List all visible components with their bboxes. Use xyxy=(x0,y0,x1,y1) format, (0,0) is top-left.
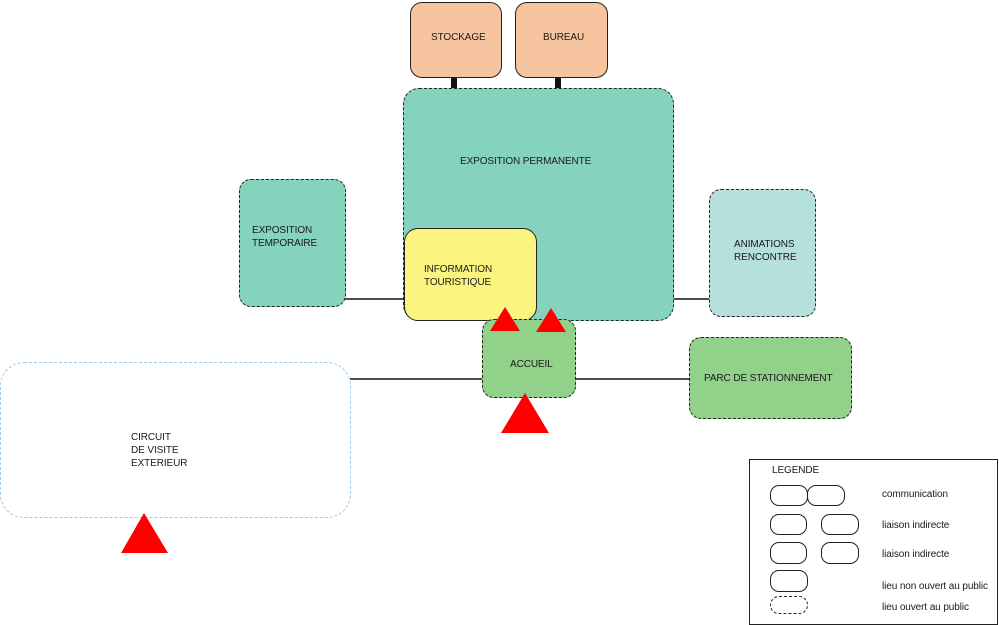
node-circuit-de-visite-exterieur-label: CIRCUIT DE VISITE EXTERIEUR xyxy=(131,432,188,469)
node-exposition-temporaire-label: EXPOSITION TEMPORAIRE xyxy=(252,225,318,249)
node-stockage-label: STOCKAGE xyxy=(431,32,486,43)
legend-sample-indirect2-b xyxy=(821,542,859,564)
entrance-triangle-exposition xyxy=(536,308,566,332)
entrance-triangle-accueil xyxy=(501,393,549,433)
legend-item-communication: communication xyxy=(882,489,948,500)
node-bureau-label: BUREAU xyxy=(543,32,585,43)
node-parc-de-stationnement-label: PARC DE STATIONNEMENT xyxy=(704,373,833,384)
node-accueil-label: ACCUEIL xyxy=(510,359,553,370)
node-stockage[interactable]: STOCKAGE xyxy=(410,2,502,78)
node-circuit-de-visite-exterieur[interactable]: CIRCUIT DE VISITE EXTERIEUR xyxy=(0,362,351,518)
node-exposition-permanente-label: EXPOSITION PERMANENTE xyxy=(460,156,592,167)
node-animations-rencontre[interactable]: ANIMATIONS RENCONTRE xyxy=(709,189,816,317)
legend-item-lieu-non-ouvert: lieu non ouvert au public xyxy=(882,581,988,592)
legend-sample-indirect2-a xyxy=(770,542,807,564)
node-information-touristique-label: INFORMATION TOURISTIQUE xyxy=(424,264,493,288)
node-exposition-temporaire[interactable]: EXPOSITION TEMPORAIRE xyxy=(239,179,346,307)
entrance-triangle-circuit xyxy=(121,513,168,553)
link-bureau-exposition xyxy=(555,78,561,90)
legend-sample-public xyxy=(770,596,808,614)
node-accueil[interactable]: ACCUEIL xyxy=(482,319,576,398)
legend-item-liaison-indirecte-2: liaison indirecte xyxy=(882,549,950,560)
legend-title: LEGENDE xyxy=(772,465,820,476)
legend-sample-communication-a xyxy=(770,485,808,506)
link-stockage-exposition xyxy=(451,78,457,90)
legend-sample-non-public xyxy=(770,570,808,592)
legend-sample-communication-b xyxy=(807,485,845,506)
node-parc-de-stationnement[interactable]: PARC DE STATIONNEMENT xyxy=(689,337,852,419)
node-information-touristique[interactable]: INFORMATION TOURISTIQUE xyxy=(404,228,537,321)
legend-item-liaison-indirecte: liaison indirecte xyxy=(882,520,950,531)
legend-sample-indirect-a xyxy=(770,514,807,535)
entrance-triangle-information xyxy=(490,307,520,331)
node-animations-rencontre-label: ANIMATIONS RENCONTRE xyxy=(734,239,797,263)
legend-item-lieu-ouvert: lieu ouvert au public xyxy=(882,602,969,613)
legend-sample-indirect-b xyxy=(821,514,859,535)
node-bureau[interactable]: BUREAU xyxy=(515,2,608,78)
